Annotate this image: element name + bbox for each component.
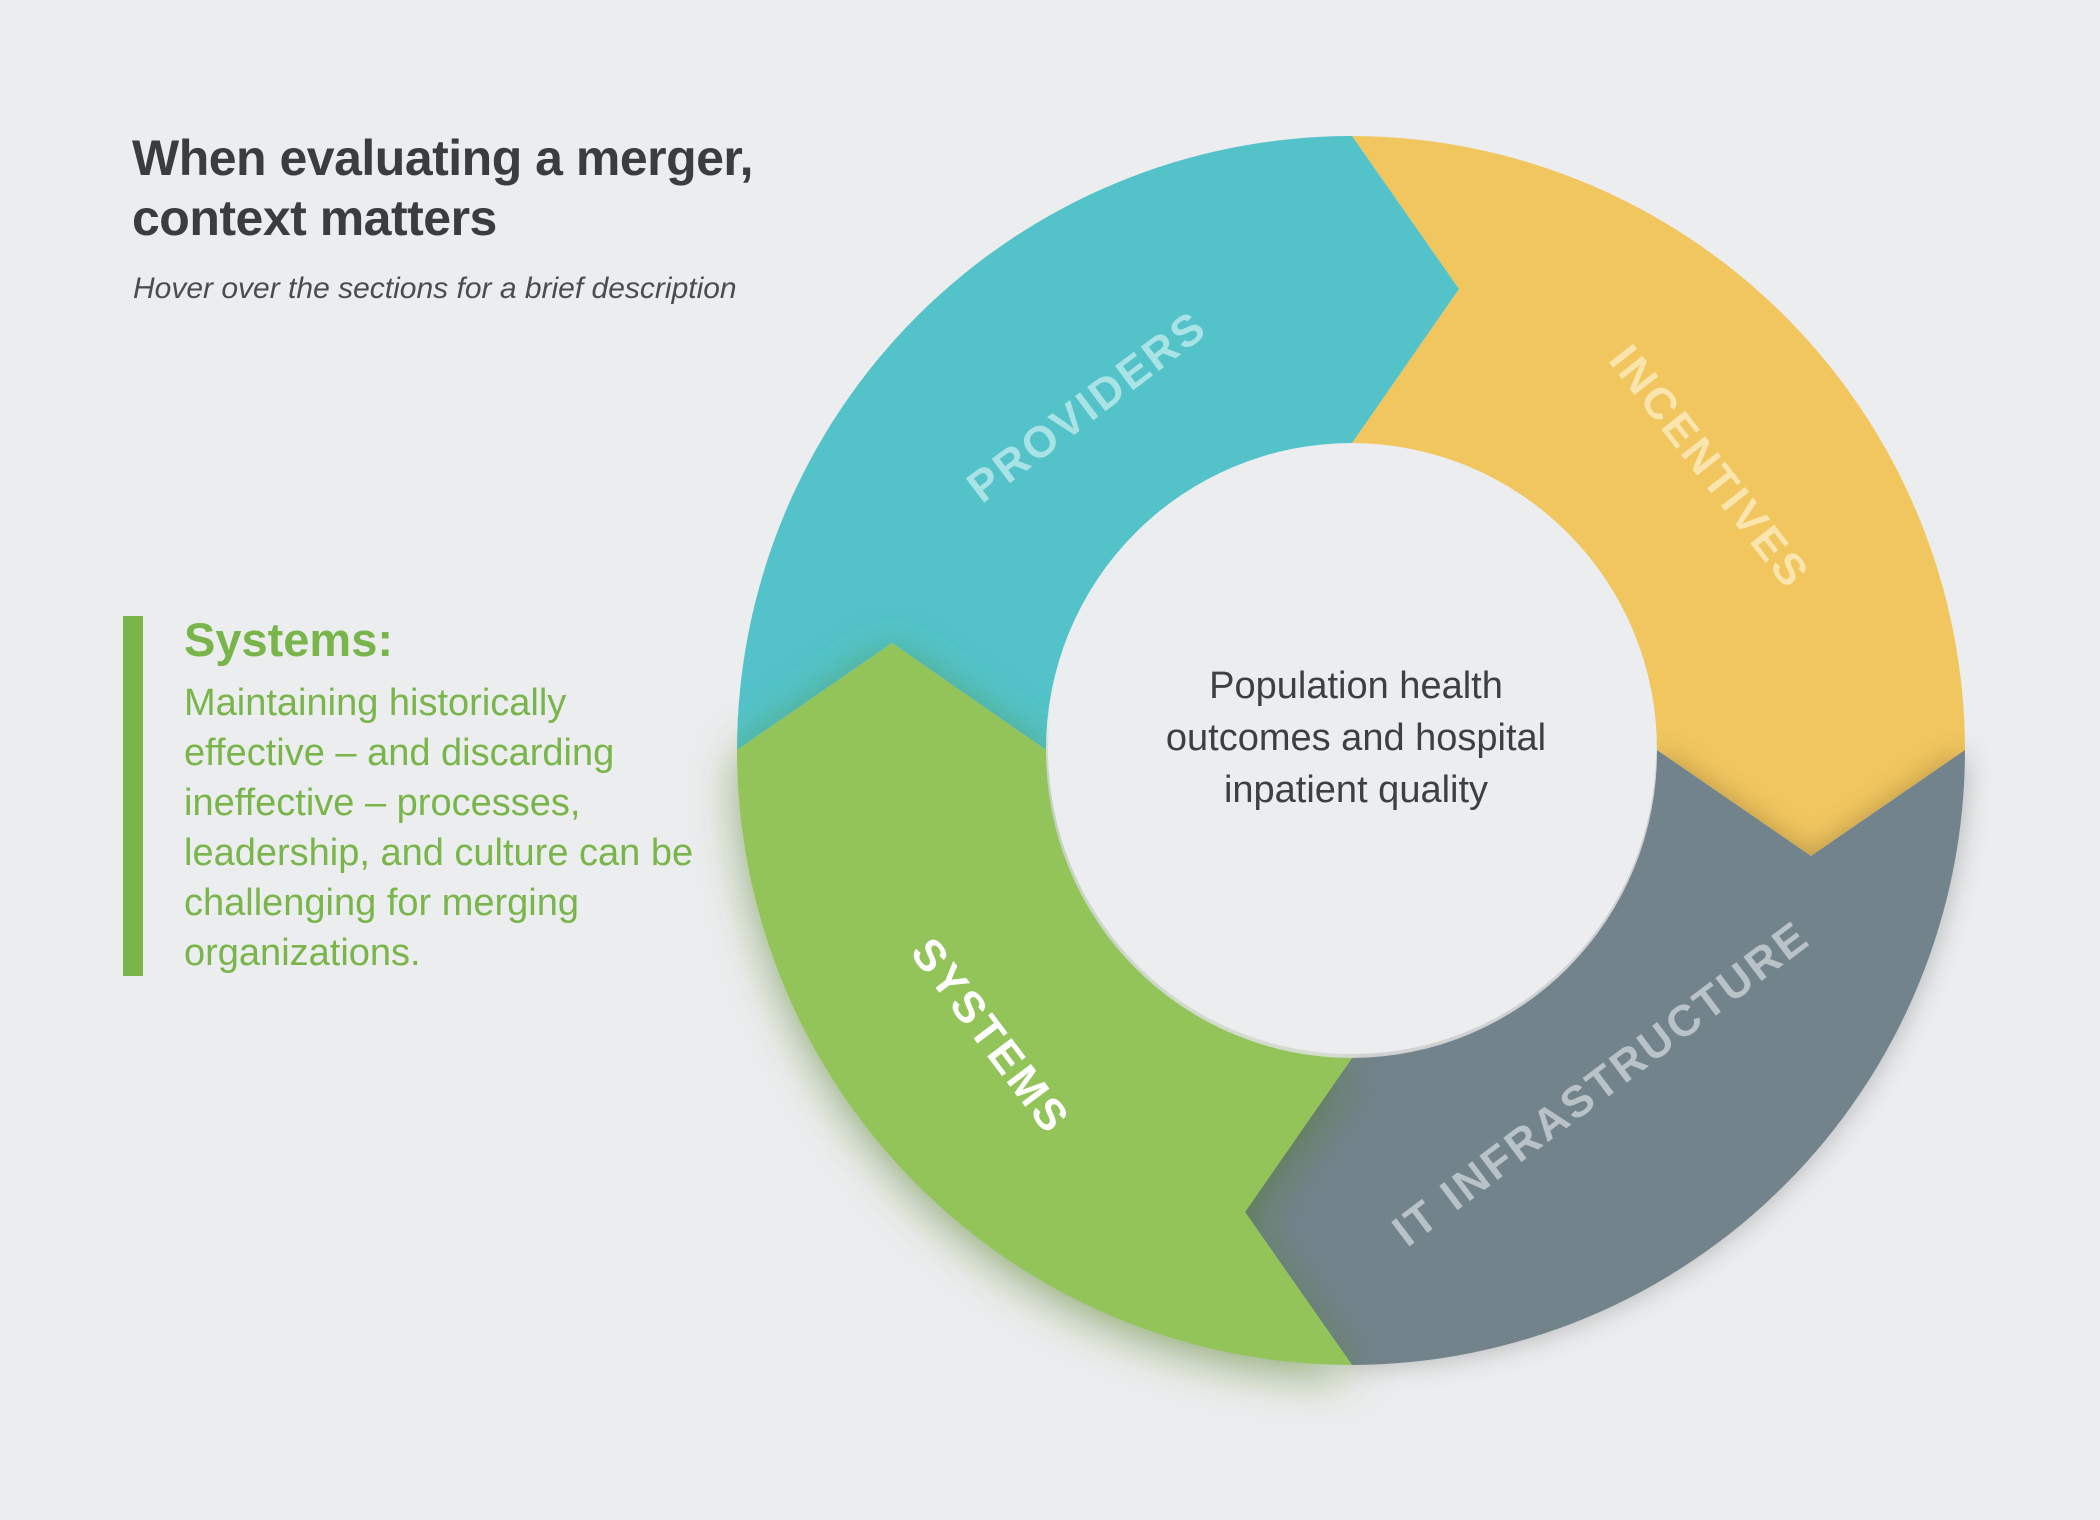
description-accent-bar (123, 616, 143, 976)
description-body: Maintaining historically effective – and… (184, 682, 694, 974)
incentives-segment[interactable] (1352, 136, 1965, 856)
center-text: Population health outcomes and hospital … (1165, 665, 1547, 811)
page-title: When evaluating a merger, context matter… (132, 130, 754, 246)
providers-segment[interactable] (737, 136, 1459, 750)
it-infrastructure-segment[interactable] (1245, 750, 1965, 1365)
systems-segment[interactable] (737, 643, 1352, 1365)
description-title: Systems: (184, 613, 393, 666)
page-subtitle: Hover over the sections for a brief desc… (133, 272, 737, 305)
center-circle (1048, 446, 1656, 1054)
